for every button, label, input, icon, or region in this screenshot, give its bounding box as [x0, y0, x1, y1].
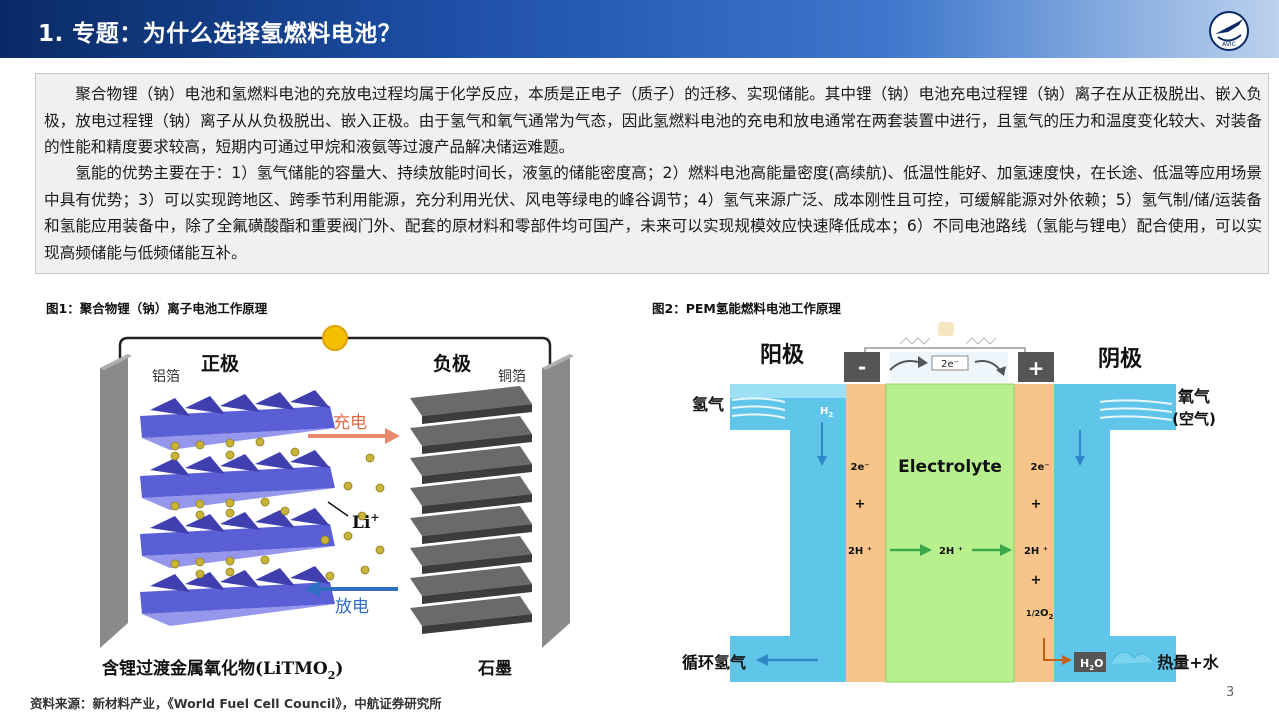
paragraph-2-text: 氢能的优势主要在于：1）氢气储能的容量大、持续放能时间长，液氢的储能密度高；2）… [44, 164, 1262, 262]
source-note: 资料来源：新材料产业，《World Fuel Cell Council》，中航证… [30, 696, 442, 711]
heat-water-label: 热量+水 [1157, 653, 1219, 672]
oxygen-flow-lines [1099, 399, 1173, 421]
anode-title: 阳极 [760, 343, 805, 368]
page-number: 3 [1226, 685, 1235, 700]
paragraph-2: 氢能的优势主要在于：1）氢气储能的容量大、持续放能时间长，液氢的储能密度高；2）… [44, 160, 1262, 266]
membrane-proton-label: 2H ⁺ [939, 546, 963, 557]
discharge-label: 放电 [335, 597, 369, 617]
header-bar: 1. 专题：为什么选择氢燃料电池？ AVIC [0, 0, 1279, 58]
hydrogen-inlet-label: 氢气 [692, 395, 724, 414]
aluminium-foil-plate [100, 354, 128, 648]
recycled-hydrogen-label: 循环氢气 [682, 653, 746, 672]
negative-terminal-label: - [858, 355, 866, 379]
aluminium-foil-label: 铝箔 [152, 369, 180, 385]
hydrogen-flow-lines [731, 397, 786, 419]
o2-reaction-label: O2 [1040, 608, 1054, 621]
copper-foil-label: 铜箔 [498, 369, 526, 385]
figure2-pem-fuel-cell-diagram: - + 2e⁻ 阳极 阴极 Electrolyte 氢气 H2 氧气 (空气) … [682, 322, 1220, 683]
anode-electrode [846, 384, 886, 682]
oxygen-inlet-label: 氧气 [1177, 387, 1210, 406]
anode-electron-label: 2e⁻ [850, 462, 869, 473]
charge-arrow [308, 428, 400, 444]
summary-textbox: 聚合物锂（钠）电池和氢燃料电池的充放电过程均属于化学反应，本质是正电子（质子）的… [35, 73, 1269, 274]
discharge-arrow [305, 581, 398, 597]
cathode-plus-label-1: + [1031, 497, 1042, 512]
cathode-gas-channel [1054, 384, 1176, 682]
figure2-title: 图2：PEM氢能燃料电池工作原理 [652, 301, 841, 316]
h2o-label: H2O [1080, 657, 1103, 672]
cathode-proton-label: 2H ⁺ [1024, 546, 1048, 557]
anode-material-label: 石墨 [477, 659, 512, 679]
cathode-layers [140, 390, 335, 626]
anode-gas-channel [730, 384, 846, 682]
water-output-box [1074, 652, 1106, 672]
cathode-material-label: 含锂过渡金属氧化物(LiTMO2) [102, 658, 343, 682]
electron-flow-label: 2e⁻ [941, 359, 959, 370]
cathode-electrode [1014, 384, 1054, 682]
bulb-icon [322, 325, 348, 351]
charge-label: 充电 [333, 413, 367, 433]
logo-text: AVIC [1222, 41, 1236, 48]
positive-terminal [1018, 352, 1054, 382]
cathode-plus-label-2: + [1031, 573, 1042, 588]
electrolyte-label: Electrolyte [898, 457, 1002, 477]
anode-proton-label: 2H ⁺ [848, 546, 872, 557]
li-ion-label: Li+ [352, 511, 380, 533]
air-label: (空气) [1172, 410, 1216, 428]
avic-logo-icon: AVIC [1209, 11, 1249, 51]
positive-electrode-label: 正极 [201, 352, 240, 375]
lithium-ions [170, 437, 385, 581]
half-fraction-label: 1/2 [1026, 609, 1040, 618]
anode-graphite-layers [410, 386, 532, 634]
cathode-title: 阴极 [1098, 347, 1143, 372]
anode-plus-label: + [855, 497, 866, 512]
copper-foil-plate [542, 354, 570, 648]
figure1-lithium-battery-diagram: 充电 放电 Li+ 正极 负极 铝箔 铜箔 含锂过渡金属氧化物(LiTMO2) … [100, 325, 574, 682]
positive-terminal-label: + [1028, 356, 1045, 380]
electrolyte-membrane [885, 383, 1015, 683]
page-title: 1. 专题：为什么选择氢燃料电池？ [38, 21, 402, 47]
lamp-icon [899, 322, 997, 345]
h2-label: H2 [820, 406, 833, 419]
negative-terminal [844, 352, 880, 382]
paragraph-1: 聚合物锂（钠）电池和氢燃料电池的充放电过程均属于化学反应，本质是正电子（质子）的… [44, 81, 1262, 161]
figure1-title: 图1：聚合物锂（钠）离子电池工作原理 [46, 301, 268, 316]
water-wave-icon [1109, 651, 1155, 665]
negative-electrode-label: 负极 [433, 352, 472, 375]
paragraph-1-text: 聚合物锂（钠）电池和氢燃料电池的充放电过程均属于化学反应，本质是正电子（质子）的… [44, 85, 1262, 156]
cathode-electron-label: 2e⁻ [1030, 462, 1049, 473]
